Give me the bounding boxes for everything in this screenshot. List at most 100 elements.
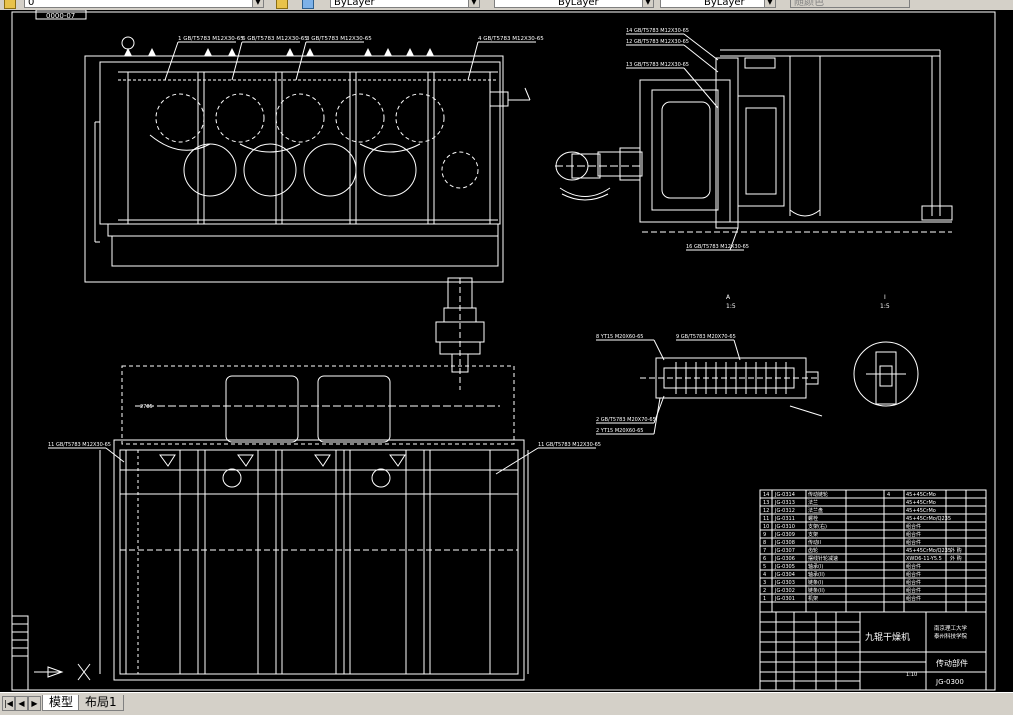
callout-12: 9 GB/T5783 M20X70-65 bbox=[676, 334, 736, 340]
tab-model[interactable]: 模型 bbox=[42, 695, 81, 711]
bom-cell-material: 45+45CrMo bbox=[906, 500, 936, 506]
bom-cell-material: 组合件 bbox=[906, 579, 921, 586]
top-label-box bbox=[35, 10, 87, 20]
bom-cell-code: JG-0302 bbox=[774, 588, 795, 594]
bom-cell-name: 轴承(I) bbox=[808, 563, 823, 570]
bom-cell-code: JG-0310 bbox=[774, 524, 795, 530]
bom-cell-name: 机架 bbox=[808, 595, 818, 602]
callout-13: 2 GB/T5783 M20X70-65 bbox=[596, 417, 656, 423]
bom-cell-no: 11 bbox=[763, 516, 769, 522]
bom-cell-no: 14 bbox=[763, 492, 769, 498]
plan-view-leaders bbox=[48, 447, 596, 475]
bom-cell-name: 传动链轮 bbox=[808, 491, 828, 498]
bom-cell-code: JG-0313 bbox=[774, 500, 795, 506]
front-view-bolt-heads bbox=[124, 48, 434, 56]
chevron-down-icon: ▼ bbox=[642, 0, 653, 7]
bom-cell-material: 45+45CrMo/Q235 bbox=[906, 516, 951, 522]
bom-cell-no: 6 bbox=[763, 556, 766, 562]
bom-cell-material: 组合件 bbox=[906, 563, 921, 570]
section-a-leaders bbox=[596, 339, 823, 435]
bom-cell-no: 10 bbox=[763, 524, 769, 530]
bom-cell-code: JG-0312 bbox=[774, 508, 795, 514]
bom-cell-code: JG-0306 bbox=[774, 556, 795, 562]
plan-view bbox=[99, 365, 529, 681]
bom-cell-note: 外 购 bbox=[950, 547, 962, 554]
callout-1: 1 GB/T5783 M12X30-65 bbox=[178, 36, 244, 42]
bom-cell-name: 轴承(II) bbox=[808, 571, 825, 578]
plotstyle-value: 随颜色 bbox=[794, 0, 824, 8]
motor-assembly bbox=[435, 277, 485, 390]
side-view bbox=[555, 49, 953, 233]
bom-cell-code: JG-0314 bbox=[774, 492, 795, 498]
color-value: ByLayer bbox=[334, 0, 375, 8]
bom-cell-material: 组合件 bbox=[906, 531, 921, 538]
callout-14: 2 YT15 M20X60-65 bbox=[596, 428, 643, 434]
bom-cell-name: 法兰 bbox=[808, 499, 818, 506]
bom-cell-code: JG-0308 bbox=[774, 540, 795, 546]
bom-cell-note: 外 购 bbox=[950, 555, 962, 562]
tab-layout1[interactable]: 布局1 bbox=[78, 695, 124, 711]
front-view bbox=[84, 55, 531, 283]
layer-state-icon[interactable] bbox=[4, 0, 16, 9]
bom-cell-no: 13 bbox=[763, 500, 769, 506]
callout-10: 11 GB/T5783 M12X30-65 bbox=[538, 442, 601, 448]
bom-cell-code: JG-0307 bbox=[774, 548, 795, 554]
callout-4: 4 GB/T5783 M12X30-65 bbox=[478, 36, 544, 42]
prev-tab-button[interactable]: ◀ bbox=[15, 696, 28, 711]
linetype-dropdown[interactable]: ByLayer ▼ bbox=[494, 0, 654, 8]
part-name: 传动部件 bbox=[936, 658, 968, 668]
first-tab-button[interactable]: |◀ bbox=[2, 696, 15, 711]
lineweight-dropdown[interactable]: ByLayer ▼ bbox=[660, 0, 776, 8]
color-dropdown[interactable]: ByLayer ▼ bbox=[330, 0, 480, 8]
front-view-leaders bbox=[164, 41, 536, 81]
ucs-icon bbox=[34, 663, 91, 681]
bom-cell-material: 45+45CrMo/Q235 bbox=[906, 548, 951, 554]
bom-cell-material: 45+45CrMo bbox=[906, 492, 936, 498]
callout-3: 3 GB/T5783 M12X30-65 bbox=[306, 36, 372, 42]
bom-cell-material: 45+45CrMo bbox=[906, 508, 936, 514]
section-a-scale: 1:5 bbox=[726, 303, 736, 310]
front-view-ring bbox=[121, 36, 135, 50]
callout-6: 12 GB/T5783 M12X30-65 bbox=[626, 39, 689, 45]
bom-cell-no: 2 bbox=[763, 588, 766, 594]
chevron-down-icon: ▼ bbox=[468, 0, 479, 7]
tab-layout1-label: 布局1 bbox=[85, 695, 117, 709]
section-i-view bbox=[853, 341, 919, 407]
bom-cell-code: JG-0311 bbox=[774, 516, 795, 522]
layer-value: 0 bbox=[28, 0, 35, 8]
callout-9: 11 GB/T5783 M12X30-65 bbox=[48, 442, 111, 448]
bom-cell-name: 支架 bbox=[808, 531, 818, 538]
bom-cell-name: 链条(II) bbox=[808, 587, 825, 594]
bom-cell-no: 9 bbox=[763, 532, 766, 538]
bom-cell-name: 摆线针轮减速 bbox=[808, 555, 838, 562]
bom-cell-no: 12 bbox=[763, 508, 769, 514]
chevron-down-icon: ▼ bbox=[252, 0, 263, 7]
bom-cell-material: 组合件 bbox=[906, 587, 921, 594]
bom-cell-name: 链条(I) bbox=[808, 579, 823, 586]
bom-cell-no: 7 bbox=[763, 548, 766, 554]
section-a-view bbox=[640, 357, 820, 399]
bom-cell-name: 传动II bbox=[808, 539, 821, 546]
bom-cell-name: 螺栓 bbox=[808, 515, 818, 522]
layer-dropdown[interactable]: 0 ▼ bbox=[24, 0, 264, 8]
university-name-2: 泰州科技学院 bbox=[934, 632, 968, 640]
section-i-label: I bbox=[884, 294, 886, 301]
linetype-value: ByLayer bbox=[558, 0, 599, 8]
bom-cell-qty: 4 bbox=[887, 492, 890, 498]
layer-properties-icon[interactable] bbox=[276, 0, 288, 9]
next-tab-button[interactable]: ▶ bbox=[28, 696, 41, 711]
drawing-number: JG-0300 bbox=[935, 678, 964, 686]
plotstyle-dropdown: 随颜色 bbox=[790, 0, 910, 8]
layer-previous-icon[interactable] bbox=[302, 0, 314, 9]
callout-11: 8 YT15 M20X60-65 bbox=[596, 334, 643, 340]
bom-cell-code: JG-0304 bbox=[774, 572, 795, 578]
lineweight-value: ByLayer bbox=[704, 0, 745, 8]
callout-2: 6 GB/T5783 M12X30-65 bbox=[242, 36, 308, 42]
bom-table bbox=[759, 489, 987, 691]
bom-cell-name: 齿轮 bbox=[808, 547, 818, 554]
bom-cell-material: 组合件 bbox=[906, 571, 921, 578]
drawing-canvas[interactable]: 0000-07 bbox=[0, 10, 1013, 692]
bom-cell-name: 法兰盘 bbox=[808, 507, 823, 514]
callout-5: 14 GB/T5783 M12X30-65 bbox=[626, 28, 689, 34]
tab-model-label: 模型 bbox=[49, 695, 74, 709]
